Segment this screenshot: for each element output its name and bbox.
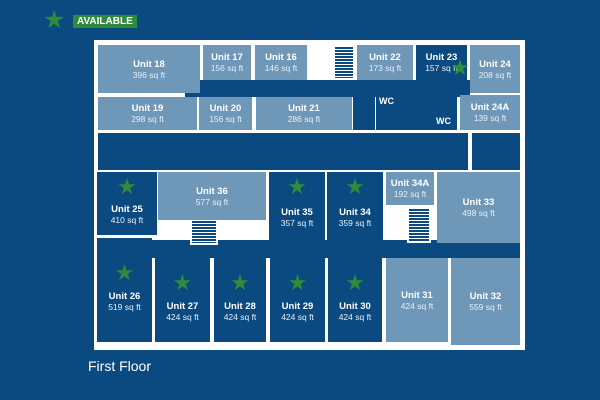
unit-area: 498 sq ft	[462, 208, 495, 218]
unit-name: Unit 21	[288, 103, 320, 114]
legend-star-icon: ★	[43, 6, 66, 34]
unit-area: 286 sq ft	[287, 114, 321, 124]
unit-name: Unit 32	[469, 291, 502, 302]
floor-title: First Floor	[88, 358, 151, 374]
unit-area: 577 sq ft	[195, 196, 229, 207]
unit-area: 424 sq ft	[223, 311, 257, 322]
available-star-icon: ★	[172, 270, 193, 295]
unit-area: 157 sq ft	[425, 63, 458, 73]
staircase	[407, 207, 431, 243]
unit-name: Unit 33	[462, 197, 495, 208]
unit-area: 396 sq ft	[132, 69, 166, 80]
unit-name: Unit 28	[224, 300, 256, 312]
unit-area: 424 sq ft	[400, 300, 434, 311]
unit-area: 146 sq ft	[264, 63, 298, 73]
unit-name: Unit 36	[196, 185, 228, 197]
corridor	[376, 97, 457, 130]
unit-area: 156 sq ft	[210, 63, 244, 73]
unit-name: Unit 24	[479, 58, 511, 70]
unit-name: Unit 25	[111, 204, 143, 215]
unit-area: 173 sq ft	[368, 63, 402, 73]
unit-name: Unit 20	[209, 103, 242, 114]
wc-label: WC	[379, 96, 394, 106]
unit-area: 357 sq ft	[280, 217, 314, 228]
unit-name: Unit 31	[401, 289, 433, 301]
available-star-icon: ★	[287, 270, 308, 295]
unit-area: 519 sq ft	[108, 301, 141, 312]
unit-name: Unit 34	[339, 206, 371, 218]
unit-name: Unit 24A	[470, 102, 510, 113]
unit-name: Unit 34A	[390, 178, 430, 189]
unit-name: Unit 17	[211, 52, 243, 63]
unit-area: 424 sq ft	[281, 311, 314, 322]
unit-area: 208 sq ft	[478, 69, 512, 80]
wc-label: WC	[436, 116, 451, 126]
available-star-icon: ★	[450, 55, 470, 80]
available-star-icon: ★	[345, 270, 365, 295]
corridor	[98, 133, 468, 170]
unit-area: 359 sq ft	[338, 217, 372, 228]
unit-area: 192 sq ft	[393, 189, 427, 199]
available-star-icon: ★	[230, 270, 250, 295]
unit-area: 424 sq ft	[166, 311, 199, 322]
unit-area: 139 sq ft	[473, 113, 507, 123]
available-star-icon: ★	[117, 174, 137, 199]
unit-name: Unit 22	[369, 52, 401, 63]
unit-area: 298 sq ft	[131, 114, 164, 124]
available-star-icon: ★	[345, 174, 365, 199]
unit-name: Unit 29	[281, 300, 314, 312]
unit-area: 424 sq ft	[338, 311, 372, 322]
unit-name: Unit 26	[108, 290, 141, 302]
available-star-icon: ★	[287, 174, 307, 199]
available-star-icon: ★	[114, 260, 135, 285]
unit-area: 559 sq ft	[469, 302, 502, 312]
unit-name: Unit 19	[131, 103, 164, 114]
unit-name: Unit 16	[265, 52, 297, 63]
unit-area: 410 sq ft	[110, 215, 144, 225]
corridor	[472, 133, 520, 170]
corridor	[353, 97, 375, 130]
corridor	[185, 80, 470, 97]
unit-name: Unit 18	[133, 58, 165, 70]
unit-name: Unit 23	[425, 52, 458, 63]
unit-name: Unit 30	[339, 300, 371, 312]
unit-name: Unit 35	[281, 206, 313, 218]
unit-area: 156 sq ft	[209, 114, 242, 124]
unit-name: Unit 27	[166, 300, 199, 312]
legend-available-label: AVAILABLE	[73, 15, 137, 28]
staircase	[333, 45, 355, 80]
